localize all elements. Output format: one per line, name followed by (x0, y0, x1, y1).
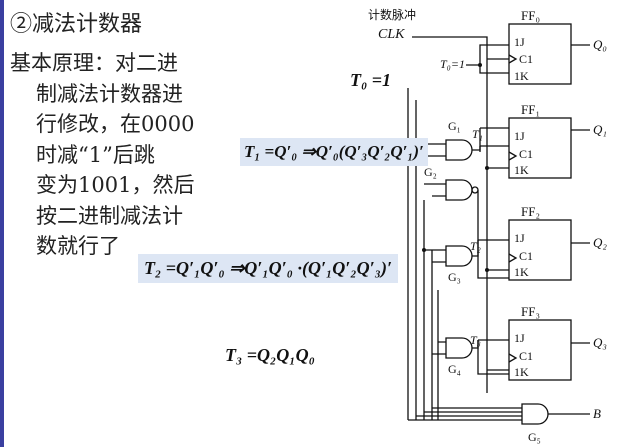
formula-t0: T₀ =1 (350, 70, 392, 90)
ff1-j: 1J (514, 129, 525, 143)
formula-t1: T₁ =Q′₀ ⇒Q′₀(Q′₃Q′₂Q′₁)′ (240, 138, 428, 166)
ff2-name: FF₂ (521, 204, 540, 219)
principle-line: 时减“1”后跳 (36, 142, 155, 167)
slide-title: ②减法计数器 (10, 12, 143, 37)
principle-line: 变为1001，然后 (36, 173, 195, 197)
formula-t3: T₃ =Q₂Q₁Q₀ (225, 345, 315, 365)
principle-text: 基本原理：对二进 制减法计数器进 行修改，在0000 时减“1”后跳 变为100… (10, 48, 230, 262)
clk-caption: 计数脉冲 (368, 7, 416, 22)
t0-input-label: T₀=1 (440, 57, 465, 71)
principle-line: 按二进制减法计 (36, 203, 183, 228)
gate-g5-label: G₅ (528, 430, 541, 444)
ff0-c: C1 (519, 52, 533, 66)
borrow-output: B (593, 406, 601, 421)
ff2-k: 1K (514, 265, 529, 279)
slide-accent-bar (0, 0, 4, 447)
ff3-k: 1K (514, 365, 529, 379)
ff0-name: FF₀ (521, 8, 540, 23)
principle-line: 行修改，在0000 (36, 112, 195, 136)
ff3-j: 1J (514, 331, 525, 345)
gate-g4-label: G₄ (448, 362, 461, 376)
ff0-k: 1K (514, 69, 529, 83)
t3-label: T₃ (470, 333, 481, 347)
gate-g1-label: G₁ (448, 119, 461, 133)
q3-output: Q₃ (593, 335, 607, 350)
ff2-c: C1 (519, 249, 533, 263)
ff0-j: 1J (514, 35, 525, 49)
formula-t2: T₂ =Q′₁Q′₀ ⇒Q′₁Q′₀ ·(Q′₁Q′₂Q′₃)′ (138, 254, 399, 283)
ff1-name: FF₁ (521, 102, 540, 117)
q1-output: Q₁ (593, 122, 607, 137)
gate-g2-label: G₂ (424, 165, 437, 179)
principle-line: 制减法计数器进 (36, 81, 183, 106)
ff2-j: 1J (514, 231, 525, 245)
principle-line: 基本原理：对二进 (10, 51, 178, 75)
q0-output: Q₀ (593, 37, 607, 52)
ff3-c: C1 (519, 349, 533, 363)
t1-label: T₁ (472, 127, 483, 141)
ff1-c: C1 (519, 147, 533, 161)
t2-label: T₂ (470, 239, 481, 253)
principle-line: 数就行了 (36, 234, 120, 258)
gate-g3-label: G₃ (448, 270, 461, 284)
q2-output: Q₂ (593, 235, 607, 250)
clk-label: CLK (378, 27, 405, 42)
ff3-name: FF₃ (521, 304, 540, 319)
ff1-k: 1K (514, 163, 529, 177)
